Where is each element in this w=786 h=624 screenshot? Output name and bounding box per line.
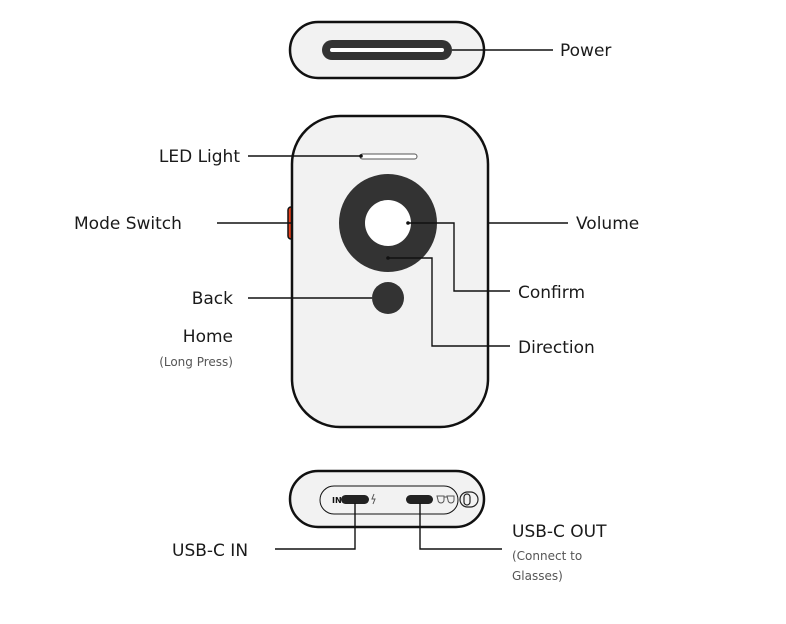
label-usb-c-in: USB-C IN xyxy=(172,541,248,561)
device-front-view: LED Light Mode Switch Volume Confirm Dir… xyxy=(74,114,639,429)
usb-c-in-port xyxy=(341,495,369,504)
confirm-button xyxy=(365,200,411,246)
label-home: Home xyxy=(183,327,233,347)
toggle-icon xyxy=(459,491,479,508)
port-in-text: IN xyxy=(332,496,342,505)
label-back: Back xyxy=(192,289,233,309)
glasses-icon xyxy=(436,495,455,504)
label-led-light: LED Light xyxy=(159,147,240,167)
label-direction: Direction xyxy=(518,338,595,358)
label-mode-switch: Mode Switch xyxy=(74,214,182,234)
label-usb-c-out-note-2: Glasses) xyxy=(512,569,563,583)
device-top-view: Power xyxy=(288,20,611,80)
label-power: Power xyxy=(560,41,611,61)
back-button xyxy=(372,282,404,314)
device-bottom-view: IN USB-C IN USB-C OUT (Connect to Glasse… xyxy=(172,469,607,583)
label-usb-c-out-note-1: (Connect to xyxy=(512,549,582,563)
label-usb-c-out: USB-C OUT xyxy=(512,522,607,542)
label-home-note: (Long Press) xyxy=(159,355,233,369)
label-confirm: Confirm xyxy=(518,283,585,303)
led-light xyxy=(359,153,418,160)
usb-c-out-port xyxy=(406,495,433,504)
label-volume: Volume xyxy=(576,214,639,234)
lightning-icon xyxy=(371,493,376,505)
